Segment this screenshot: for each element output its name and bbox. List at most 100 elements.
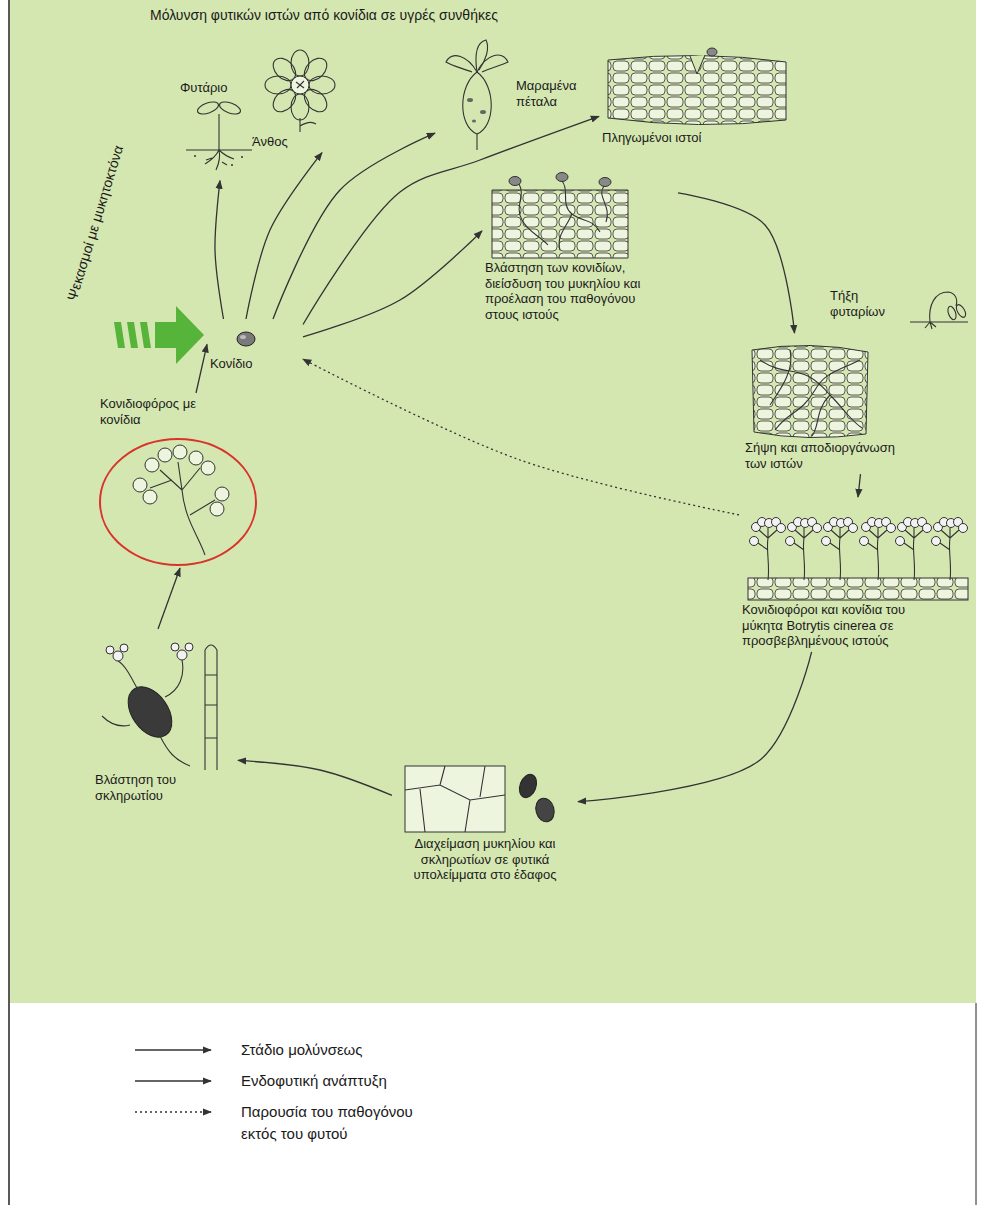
conidium-drawing	[237, 332, 255, 346]
conidiophore-drawing	[210, 502, 224, 516]
legend-text: Στάδιο μολύνσεως	[241, 1039, 441, 1061]
overwintering-drawing	[405, 766, 505, 832]
overwintering-drawing	[516, 772, 539, 800]
wounded-tissue-drawing	[707, 48, 717, 56]
conidiophore-stage: Κονιδιοφόρος με κονίδια	[100, 396, 260, 565]
wilted-petals-drawing	[463, 72, 492, 134]
sclerotium-germination-drawing	[102, 660, 190, 766]
flower-drawing	[291, 50, 309, 76]
seedling-drawing	[218, 114, 219, 150]
stage-label: Κονιδιοφόρος με κονίδια	[100, 396, 210, 427]
seedling-drawing	[241, 156, 243, 158]
legend-text: Ενδοφυτική ανάπτυξη	[241, 1070, 441, 1092]
conidiophore-drawing	[173, 445, 187, 459]
sclerotium-germination-drawing	[185, 643, 193, 651]
damped-seedling-drawing	[954, 303, 967, 319]
conidium-drawing	[240, 335, 246, 339]
sclerotium-germination-drawing	[119, 679, 181, 746]
legend-line	[135, 1049, 211, 1050]
outside-plant-arrow	[303, 359, 739, 515]
damped-seedling-drawing	[925, 322, 936, 329]
frame-line	[8, 0, 10, 1205]
wilted-petals-drawing	[476, 40, 488, 72]
sporulation-stage: Κονιδιοφόροι και κονίδια του μύκητα Botr…	[742, 500, 974, 649]
overwintering-drawing	[405, 766, 505, 832]
conidium-drawing	[237, 332, 255, 346]
sclerotium-germination-drawing	[177, 650, 187, 660]
conidiophores-drawing	[748, 518, 968, 601]
wounded-tissue-stage: Πληγωμένοι ιστοί	[602, 48, 792, 146]
diagram-title: Μόλυνση φυτικών ιστών από κονίδια σε υγρ…	[150, 7, 498, 23]
stage-label: Κονιδιοφόροι και κονίδια του μύκητα Botr…	[742, 602, 947, 649]
wilted-petals-stage: Μαραμένα πέταλα	[438, 38, 592, 150]
wilted-petals-drawing	[472, 120, 476, 123]
highlight-ring	[100, 439, 256, 565]
damped-seedling-drawing	[910, 321, 968, 322]
seedling-drawing	[205, 150, 234, 170]
conidia-germination-drawing	[556, 173, 568, 182]
stage-label: Πληγωμένοι ιστοί	[602, 130, 701, 146]
conidia-germination-drawing	[562, 181, 600, 232]
stage-label: Κονίδιο	[210, 356, 253, 372]
conidiophores-drawing	[932, 518, 968, 581]
sclerotium-germination-drawing	[171, 643, 179, 651]
stage-label: Σήψη και αποδιοργάνωση των ιστών	[745, 440, 910, 471]
legend-sample	[133, 1039, 217, 1061]
sclerotium-germination-drawing	[113, 651, 123, 661]
overwintering-drawing	[405, 766, 557, 832]
fungicide-arrow	[114, 306, 204, 364]
wilted-petals-drawing	[446, 40, 508, 150]
conidia-germination-drawing	[492, 173, 628, 259]
stage-label: Φυτάριο	[180, 80, 227, 96]
rotting-tissue-drawing	[770, 350, 830, 436]
sclerotium-germination-drawing	[106, 646, 114, 654]
seedling-stage: Φυτάριο	[180, 80, 260, 178]
cycle-arrow	[303, 231, 482, 337]
legend-sample	[133, 1070, 217, 1092]
legend-text: Παρουσία του παθογόνου εκτός του φυτού	[241, 1101, 441, 1145]
seedling-drawing	[196, 100, 220, 117]
fungicide-arrow	[114, 322, 125, 348]
flower-drawing	[309, 76, 335, 94]
conidia-germination-drawing	[559, 186, 607, 250]
seedling-drawing	[194, 155, 196, 157]
conidia-germination-drawing	[519, 184, 548, 245]
conidiophores-drawing	[748, 578, 968, 600]
wilted-petals-drawing	[467, 98, 473, 102]
flower-drawing	[265, 76, 291, 94]
cycle-arrow	[215, 181, 224, 319]
rotting-tissue-drawing	[760, 360, 862, 428]
fungicide-arrow	[140, 322, 151, 348]
stage-label: Βλάστηση του σκληρωτίου	[95, 772, 195, 803]
stage-label: Μαραμένα πέταλα	[516, 78, 592, 109]
fungicide-arrow	[155, 306, 204, 364]
conidiophore-drawing	[150, 462, 215, 555]
flower-drawing	[265, 50, 335, 132]
flower-drawing	[296, 81, 316, 132]
overwintering-drawing	[533, 796, 557, 824]
conidiophore-drawing	[158, 448, 172, 462]
wounded-tissue-drawing	[608, 55, 786, 124]
legend-row: Στάδιο μολύνσεως	[133, 1039, 441, 1061]
conidia-germination-drawing	[599, 178, 611, 187]
rot-stage: Σήψη και αποδιοργάνωση των ιστών	[745, 336, 910, 471]
rotting-tissue-drawing	[752, 345, 868, 437]
conidiophore-drawing	[201, 461, 215, 475]
conidiophore-drawing	[215, 487, 229, 501]
damping-off-stage: Τήξη φυταρίων	[830, 278, 970, 330]
conidiophores-drawing	[786, 518, 822, 581]
conidiophore-drawing	[145, 458, 159, 472]
sclerotium-stage: Βλάστηση του σκληρωτίου	[95, 632, 235, 803]
cycle-arrow	[858, 474, 861, 497]
conidiophores-drawing	[822, 518, 858, 581]
wilted-petals-drawing	[446, 56, 477, 72]
stage-label: Διαχείμαση μυκηλίου και σκληρωτίων σε φυ…	[399, 836, 571, 883]
cycle-arrow	[196, 344, 207, 393]
cycle-arrow	[238, 760, 392, 795]
conidiophores-drawing	[896, 518, 932, 581]
panel-ground	[10, 0, 976, 1003]
fungicide-arrow	[127, 322, 138, 348]
stage-label: Τήξη φυταρίων	[830, 288, 908, 319]
damped-seedling-drawing	[910, 292, 968, 329]
germination-stage: Βλάστηση των κονιδίων, διείσδυση του μυκ…	[485, 170, 675, 322]
